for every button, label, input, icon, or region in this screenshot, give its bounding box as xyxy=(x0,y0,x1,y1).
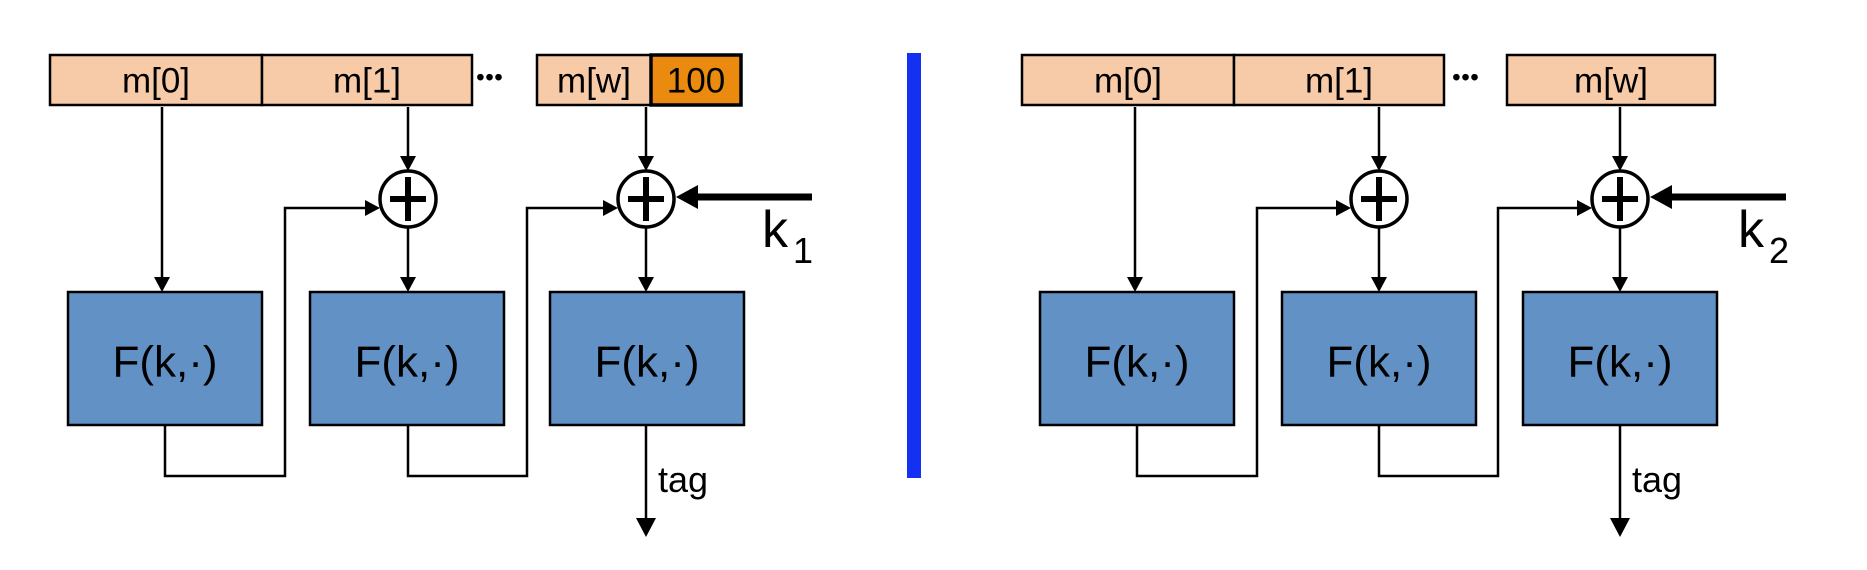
right-tag-label: tag xyxy=(1632,459,1682,500)
left-chain-f2-to-xor3 xyxy=(406,206,604,478)
key1-label: k xyxy=(762,201,789,259)
right-m1-label: m[1] xyxy=(1305,62,1373,101)
right-m0-label: m[0] xyxy=(1094,62,1162,101)
left-prf-box-1 xyxy=(66,290,264,427)
left-message-block-mw xyxy=(535,53,653,107)
left-tag-label: tag xyxy=(658,459,708,500)
right-arrowhead-xor3-f3 xyxy=(1612,277,1628,292)
right-message-block-m1 xyxy=(1232,53,1446,107)
left-chain1-arrowhead xyxy=(365,200,380,216)
right-message-block-m0 xyxy=(1020,53,1236,107)
right-prf-label-2: F(k,·) xyxy=(1326,338,1431,387)
key2-label: k xyxy=(1738,201,1765,259)
right-chain1-arrowhead xyxy=(1336,200,1351,216)
left-pad-label: 100 xyxy=(667,62,725,101)
right-prf-box-1 xyxy=(1038,290,1236,427)
right-arrowhead-m1-xor xyxy=(1371,156,1387,171)
left-diagram: m[0] m[1] ••• m[w] 100 k 1 xyxy=(48,53,813,537)
left-mw-label: m[w] xyxy=(557,62,631,101)
left-message-block-m0 xyxy=(48,53,264,107)
left-message-block-m1 xyxy=(260,53,474,107)
left-prf-label-2: F(k,·) xyxy=(354,338,459,387)
right-arrowhead-mw-xor xyxy=(1612,156,1628,171)
divider-bar xyxy=(907,53,921,478)
right-arrowhead-m0-f1 xyxy=(1127,277,1143,292)
left-ellipsis: ••• xyxy=(476,64,503,90)
right-diagram: m[0] m[1] ••• m[w] k 2 xyxy=(1020,53,1789,537)
left-prf-label-1: F(k,·) xyxy=(112,338,217,387)
key1-arrowhead xyxy=(676,185,698,209)
right-message-block-mw xyxy=(1505,53,1717,107)
right-tag-arrowhead xyxy=(1610,518,1630,537)
left-prf-box-2 xyxy=(308,290,506,427)
left-arrowhead-m0-f1 xyxy=(154,277,170,292)
right-prf-box-3 xyxy=(1521,290,1719,427)
left-arrowhead-m1-xor xyxy=(400,156,416,171)
left-arrowhead-mw-xor xyxy=(638,156,654,171)
left-chain2-arrowhead xyxy=(603,200,618,216)
left-arrowhead-xor3-f3 xyxy=(638,277,654,292)
right-chain2-arrowhead xyxy=(1577,200,1592,216)
left-prf-box-3 xyxy=(548,290,746,427)
right-prf-label-3: F(k,·) xyxy=(1567,338,1672,387)
left-m0-label: m[0] xyxy=(122,62,190,101)
left-prf-label-3: F(k,·) xyxy=(594,338,699,387)
left-tag-arrowhead xyxy=(636,518,656,537)
right-chain-f2-to-xor3 xyxy=(1377,206,1578,478)
right-mw-label: m[w] xyxy=(1574,62,1648,101)
right-chain-f1-to-xor2 xyxy=(1135,206,1337,478)
left-padding-block-100 xyxy=(649,53,743,107)
right-prf-box-2 xyxy=(1280,290,1478,427)
key2-subscript: 2 xyxy=(1769,230,1789,271)
left-arrowhead-xor2-f2 xyxy=(400,277,416,292)
left-m1-label: m[1] xyxy=(333,62,401,101)
right-ellipsis: ••• xyxy=(1452,64,1479,90)
left-chain-f1-to-xor2 xyxy=(163,206,366,478)
key2-arrowhead xyxy=(1650,185,1672,209)
right-prf-label-1: F(k,·) xyxy=(1084,338,1189,387)
key1-subscript: 1 xyxy=(793,230,813,271)
right-arrowhead-xor2-f2 xyxy=(1371,277,1387,292)
